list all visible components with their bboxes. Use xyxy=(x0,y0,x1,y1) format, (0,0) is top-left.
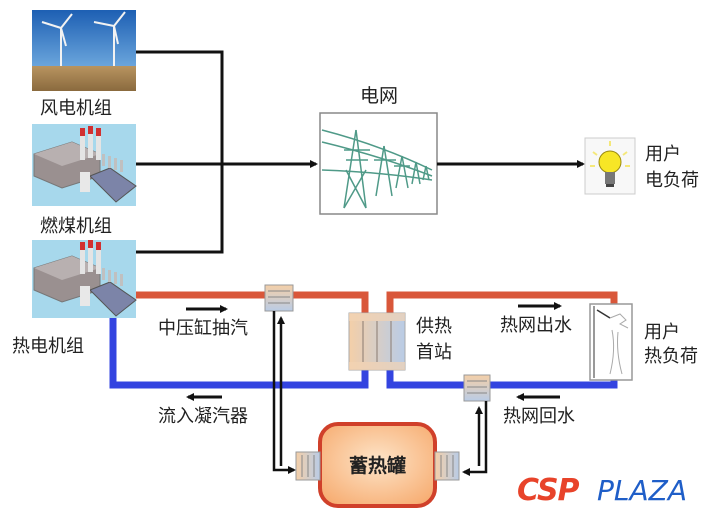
heat-station-label-line1: 供热 xyxy=(416,316,452,337)
user-heat-label-line1: 用户 xyxy=(644,322,680,343)
to-condenser-label: 流入凝汽器 xyxy=(158,406,248,427)
supply-water-label: 热网出水 xyxy=(500,315,572,336)
user-power-label-line2: 电负荷 xyxy=(645,170,699,191)
cold-pipe-plant-loop xyxy=(109,318,369,389)
hot-pipe-network xyxy=(386,291,618,315)
extraction-heat-exchanger-icon xyxy=(264,284,294,312)
csp-plaza-logo: CSP PLAZA xyxy=(517,473,687,508)
user-heat-label-line2: 热负荷 xyxy=(644,346,698,367)
heat-station-label-line2: 首站 xyxy=(416,342,452,363)
heat-storage-tank xyxy=(295,422,460,508)
storage-tank-label: 蓄热罐 xyxy=(349,454,406,477)
grid-label: 电网 xyxy=(360,85,398,107)
logo-plaza-text: PLAZA xyxy=(597,474,687,507)
wind-turbine-icon xyxy=(32,10,136,91)
radiator-icon xyxy=(589,303,633,381)
power-plant-icon xyxy=(32,124,137,206)
cold-pipe-network xyxy=(386,368,618,389)
return-water-label: 热网回水 xyxy=(503,406,575,427)
hot-pipe-plant-loop xyxy=(136,291,369,315)
tank-charge-lines xyxy=(272,311,296,474)
light-bulb-icon xyxy=(584,137,636,195)
coal-unit-label: 燃煤机组 xyxy=(40,216,112,237)
power-bus-lines xyxy=(136,50,224,254)
logo-csp-text: CSP xyxy=(517,473,580,508)
transmission-tower-icon xyxy=(319,112,438,215)
wind-unit-label: 风电机组 xyxy=(40,98,112,119)
return-heat-exchanger-icon xyxy=(463,374,491,402)
chp-unit-label: 热电机组 xyxy=(12,336,84,357)
ip-extraction-label: 中压缸抽汽 xyxy=(158,317,248,339)
user-power-label-line1: 用户 xyxy=(645,144,681,165)
tank-discharge-lines xyxy=(462,401,488,476)
power-plant-icon xyxy=(32,240,137,318)
heat-station-exchanger-icon xyxy=(348,312,406,371)
